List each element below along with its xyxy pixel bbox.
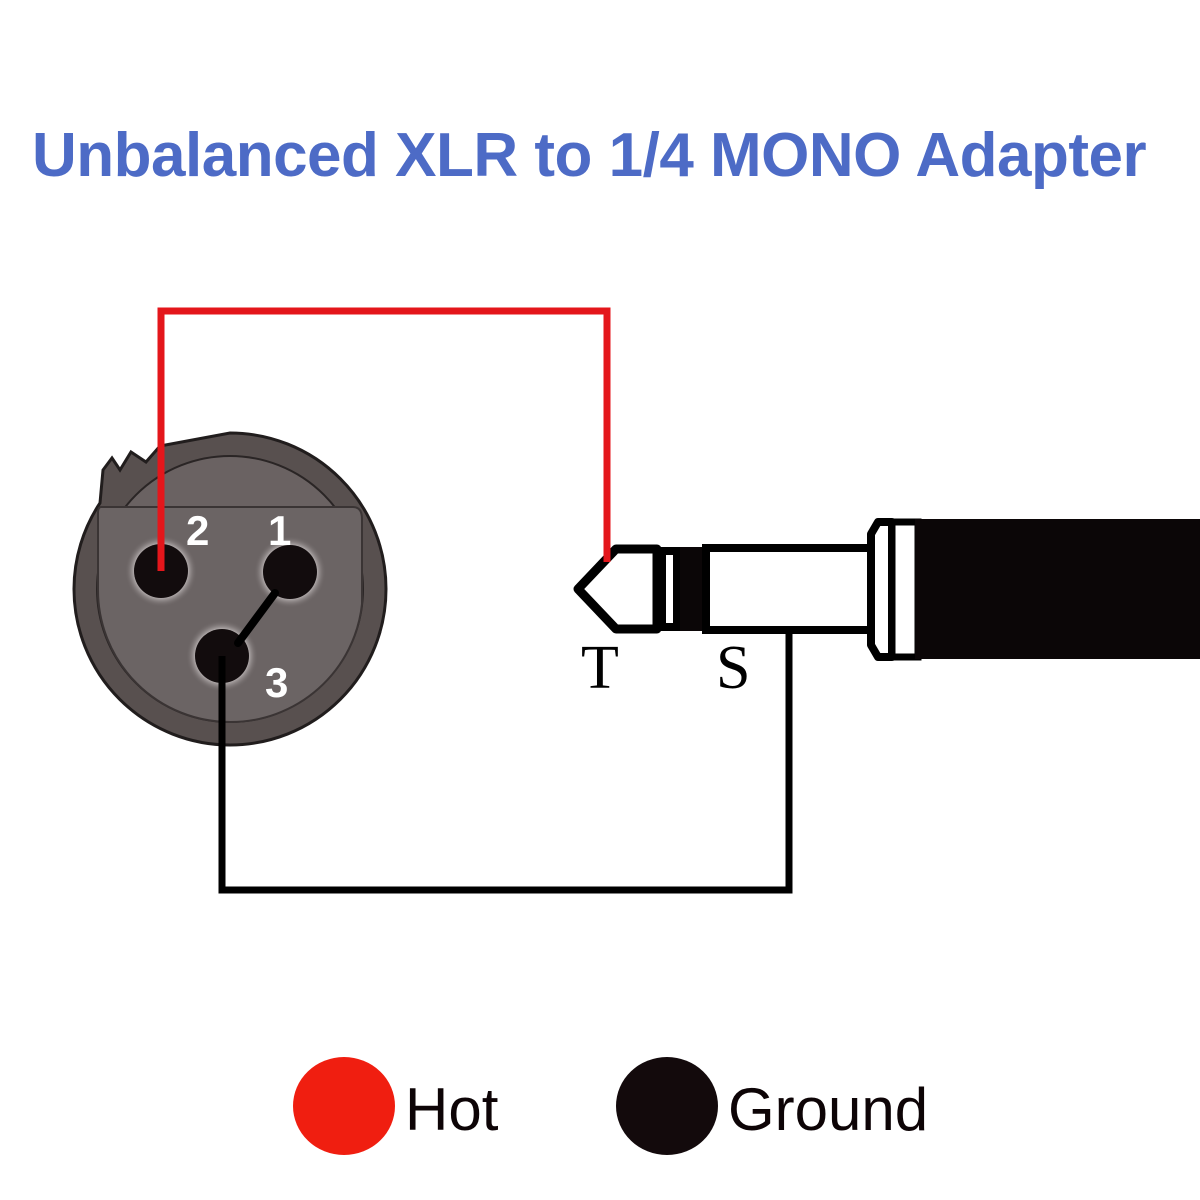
plug-handle-boot	[915, 519, 1200, 659]
hot-color-swatch-icon	[293, 1057, 395, 1155]
plug-sleeve-barrel	[702, 544, 886, 634]
hot-wire-pin2-to-tip	[157, 307, 611, 571]
ground-wire-pin3-to-sleeve	[218, 627, 793, 894]
tip-contact-label: T	[581, 634, 619, 702]
pin-2-label: 2	[186, 507, 209, 554]
plug-tip-contact	[573, 544, 662, 634]
ground-color-swatch-icon	[616, 1057, 718, 1155]
pin-3-label: 3	[265, 659, 288, 706]
legend-item-ground: Ground	[616, 1057, 928, 1155]
page-title: Unbalanced XLR to 1/4 MONO Adapter	[32, 121, 1146, 190]
quarter-inch-ts-plug: T S	[573, 518, 1200, 702]
pin-1-label: 1	[268, 507, 291, 554]
pin-1[interactable]: 1	[254, 507, 326, 608]
sleeve-contact-label: S	[716, 634, 750, 702]
xlr-connector: 2 1 3	[72, 431, 388, 747]
pin-hole-icon	[263, 545, 317, 599]
plug-collar-inner	[888, 518, 922, 661]
plug-ring-segment	[658, 547, 681, 631]
legend-label-ground: Ground	[728, 1076, 928, 1143]
legend-label-hot: Hot	[405, 1076, 499, 1143]
legend: Hot Ground	[293, 1057, 928, 1155]
jumper-wire-pin1-pin3	[234, 589, 279, 647]
legend-item-hot: Hot	[293, 1057, 499, 1155]
